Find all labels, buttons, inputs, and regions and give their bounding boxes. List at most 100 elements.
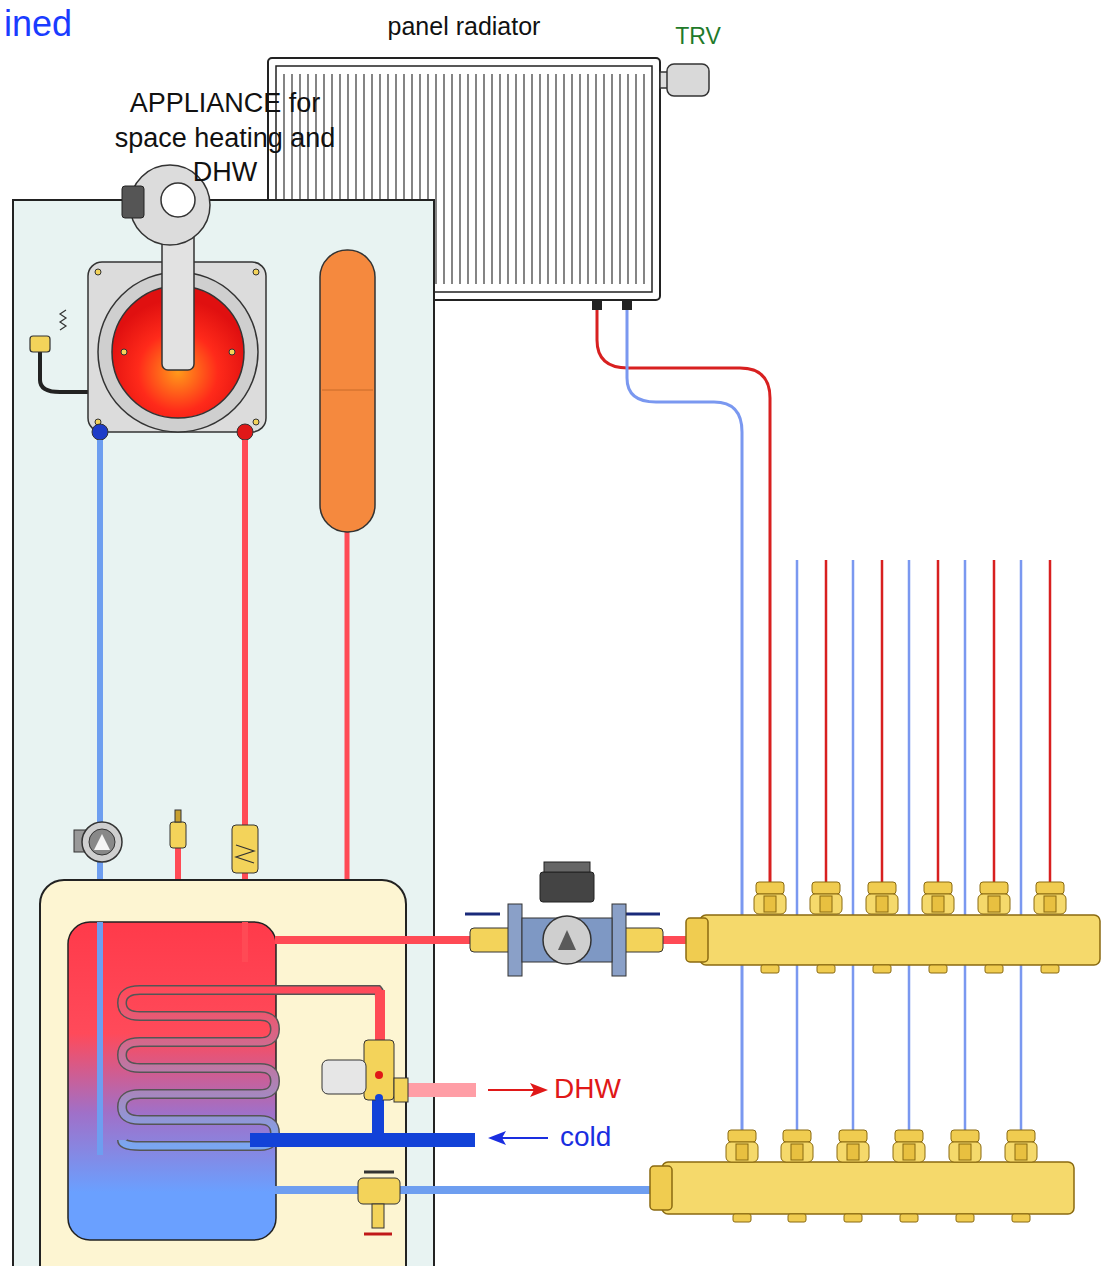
manifold-branches [993,560,996,885]
panel-radiator [475,74,476,284]
radiator-pipes [597,310,770,885]
dhw-label: DHW [554,1072,621,1106]
supply-manifold [873,965,891,973]
return-manifold [1007,1130,1035,1142]
return-manifold [847,1144,859,1160]
supply-manifold [817,965,835,973]
expansion-tank [320,250,375,532]
panel-radiator [555,74,556,284]
supply-manifold [686,918,708,962]
panel-radiator [483,74,484,284]
zone-pump-station [558,930,576,950]
drain-ball-valve [358,1172,400,1234]
flow-check-valve [232,825,258,873]
panel-radiator [587,74,588,284]
air-vent [170,810,186,848]
panel-radiator [539,74,540,284]
title-holder: ined [4,4,72,44]
panel-radiator [611,74,612,284]
supply-manifold [985,965,1003,973]
burner [122,186,144,218]
drain-ball-valve [358,1178,400,1204]
return-manifold [895,1130,923,1142]
supply-manifold [922,894,954,914]
return-manifold [837,1142,869,1162]
storage-tank [375,990,385,1040]
mixing-valve [364,1040,394,1100]
panel-radiator [627,74,628,284]
supply-manifold [932,896,944,912]
panel-radiator [523,74,524,284]
appliance-label: APPLIANCE for space heating and DHW [90,86,360,190]
zone-pump-station [612,904,626,976]
burner [60,310,66,330]
supply-manifold [924,882,952,894]
zone-pump-station [544,862,590,872]
burner [121,349,127,355]
panel-radiator [491,74,492,284]
return-manifold [959,1144,971,1160]
return-manifold [949,1142,981,1162]
return-manifold [736,1144,748,1160]
mixing-valve [375,1094,383,1102]
boiler-pipes [97,440,103,1155]
manifold-branches [937,560,940,885]
panel-radiator [579,74,580,284]
panel-radiator [547,74,548,284]
panel-radiator [499,74,500,284]
panel-radiator [563,74,564,284]
expansion-tank [320,250,375,942]
drain-ball-valve [364,1171,394,1174]
return-manifold [650,1166,672,1210]
manifold-branches [1020,560,1023,1135]
supply-manifold [988,896,1000,912]
flow-arrows [488,1131,506,1145]
return-manifold [903,1144,915,1160]
return-manifold [728,1130,756,1142]
return-manifold [662,1162,1074,1214]
panel-radiator [531,74,532,284]
node-box: panel radiator [268,10,660,42]
storage-tank [40,880,660,1266]
burner [253,419,259,425]
return-manifold [951,1130,979,1142]
node-box: APPLIANCE for space heating and DHW [40,86,410,190]
supply-manifold [929,965,947,973]
zone-pump-station [465,913,500,916]
burner [161,183,195,217]
manifold-branches [796,560,799,1135]
supply-manifold [686,882,1100,973]
panel-radiator [592,300,602,310]
return-manifold [726,1130,1037,1222]
node-box: TRV [648,22,748,51]
supply-manifold [1044,896,1056,912]
storage-tank [97,922,103,1155]
zone-pump-station [508,904,522,976]
expansion-tank [322,390,373,391]
trv-head [660,64,709,96]
supply-manifold [761,965,779,973]
supply-manifold [978,894,1010,914]
burner [237,424,253,440]
supply-manifold [812,882,840,894]
return-manifold [1015,1144,1027,1160]
manifold-branches [1049,560,1052,885]
zone-pump-station [540,872,594,902]
storage-tank [250,1133,475,1147]
storage-tank [275,1186,660,1194]
return-manifold [733,1214,751,1222]
mixing-valve [322,1060,366,1094]
return-manifold [893,1142,925,1162]
supply-manifold [1041,965,1059,973]
burner [30,336,50,352]
supply-manifold [810,894,842,914]
supply-manifold [754,894,786,914]
trv-head [667,64,709,96]
storage-tank [122,990,380,1146]
boiler-pump [82,822,122,862]
drain-ball-valve [364,1233,392,1236]
panel-radiator [571,74,572,284]
return-manifold [900,1214,918,1222]
panel-radiator [622,300,632,310]
mixing-valve [322,1040,476,1102]
